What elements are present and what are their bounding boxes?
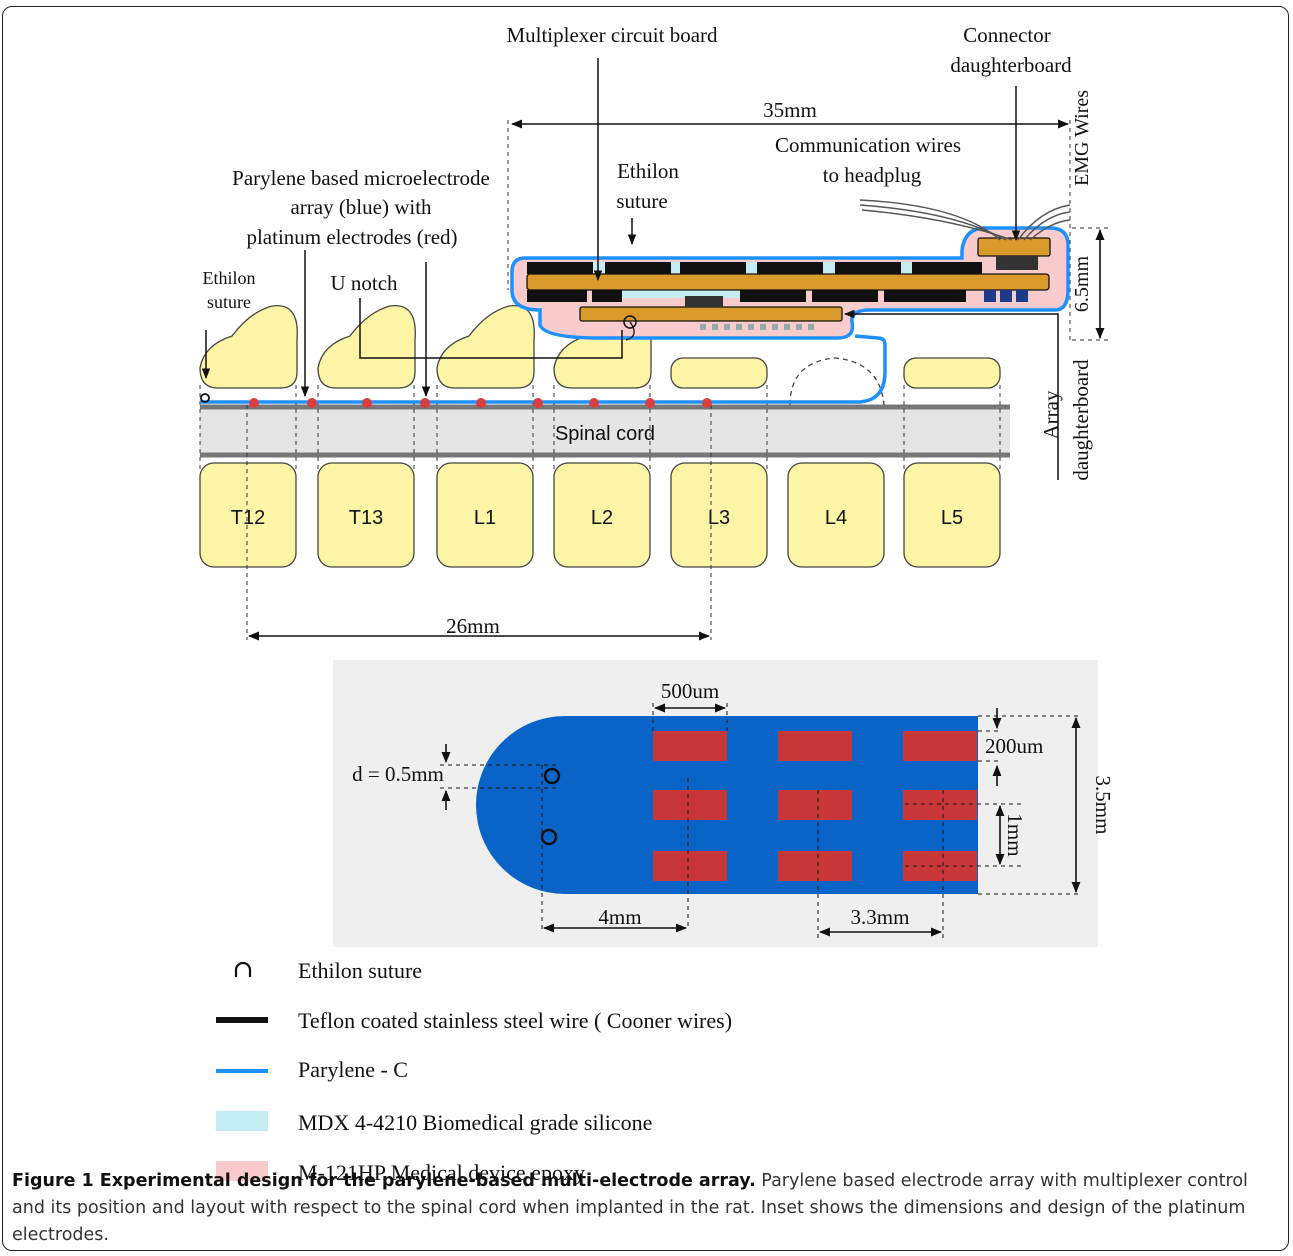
spinal-cord-label: Spinal cord bbox=[555, 423, 655, 445]
vertebra-label-l4: L4 bbox=[825, 507, 847, 529]
vertebra-process-t12 bbox=[199, 305, 298, 389]
label-comm-wires-1: Communication wires bbox=[775, 133, 961, 157]
vertebra-label-t13: T13 bbox=[349, 507, 383, 529]
vertebra-label-l2: L2 bbox=[591, 507, 613, 529]
legend-cyan-swatch bbox=[216, 1111, 268, 1131]
removed-l4-process-outline bbox=[789, 357, 885, 406]
spinal-cord bbox=[200, 404, 1010, 458]
vertebral-bodies bbox=[199, 462, 1001, 568]
label-multiplexer-board: Multiplexer circuit board bbox=[506, 23, 718, 47]
caption-text: Parylene based electrode array with mult… bbox=[12, 1171, 1248, 1245]
label-connector-db-1: Connector bbox=[963, 23, 1050, 47]
communication-wires bbox=[859, 199, 1071, 241]
label-26mm: 26mm bbox=[446, 614, 500, 638]
electronics-package bbox=[510, 226, 1070, 341]
legend: Ethilon suture Teflon coated stainless s… bbox=[216, 958, 732, 1185]
vertebra-l5 bbox=[903, 462, 1001, 568]
pointer-u-notch bbox=[359, 298, 623, 359]
vertebra-label-l5: L5 bbox=[941, 507, 963, 529]
legend-pink-swatch bbox=[216, 1161, 268, 1181]
inset-label-500um: 500um bbox=[661, 679, 719, 703]
label-comm-wires-2: to headplug bbox=[823, 163, 922, 187]
vertebra-label-l1: L1 bbox=[474, 507, 496, 529]
vertebra-t12 bbox=[199, 462, 297, 568]
legend-label: Teflon coated stainless steel wire ( Coo… bbox=[298, 1008, 732, 1033]
vertebra-process-t13 bbox=[317, 305, 416, 389]
inset-suture-hole bbox=[543, 767, 561, 785]
label-ethilon-left-1: Ethilon bbox=[203, 268, 256, 288]
label-parylene-2: array (blue) with bbox=[290, 195, 432, 219]
inset-label-4mm: 4mm bbox=[598, 905, 641, 929]
inset-electrode-pads bbox=[653, 731, 977, 881]
label-u-notch: U notch bbox=[330, 271, 398, 295]
inset-label-d: d = 0.5mm bbox=[352, 762, 444, 786]
label-6-5mm: 6.5mm bbox=[1071, 256, 1093, 313]
vertebra-process-l5 bbox=[903, 357, 1001, 389]
label-ethilon-left-2: suture bbox=[207, 292, 251, 312]
label-ethilon-top-1: Ethilon bbox=[617, 159, 679, 183]
label-emg-wires: EMG Wires bbox=[1071, 90, 1093, 186]
parylene-array-strip bbox=[200, 334, 887, 404]
legend-label: Ethilon suture bbox=[298, 958, 422, 983]
vertebra-l1 bbox=[436, 462, 534, 568]
vertebra-l2 bbox=[553, 462, 651, 568]
electrode-inset: 500um 200um d = 0.5mm 4mm 3.3mm 3.5mm 1m… bbox=[333, 660, 1115, 947]
label-parylene-3: platinum electrodes (red) bbox=[246, 225, 457, 249]
inset-label-3-3mm: 3.3mm bbox=[851, 905, 910, 929]
label-connector-db-2: daughterboard bbox=[950, 53, 1072, 77]
pointer-array-db bbox=[843, 309, 1059, 480]
vertebra-label-l3: L3 bbox=[708, 507, 730, 529]
left-suture-icon bbox=[200, 393, 210, 403]
label-array-db-1: Array bbox=[1039, 390, 1063, 439]
label-35mm: 35mm bbox=[763, 98, 817, 122]
label-parylene-1: Parylene based microelectrode bbox=[232, 166, 490, 190]
legend-label: MDX 4-4210 Biomedical grade silicone bbox=[298, 1110, 652, 1135]
platinum-electrodes bbox=[249, 398, 712, 408]
vertebra-process-l3 bbox=[670, 357, 768, 389]
label-array-db-2: daughterboard bbox=[1069, 359, 1093, 481]
inset-label-3-5mm: 3.5mm bbox=[1091, 776, 1115, 835]
vertebra-l3 bbox=[670, 462, 768, 568]
caption-title: Figure 1 Experimental design for the par… bbox=[12, 1171, 756, 1191]
figure-caption: Figure 1 Experimental design for the par… bbox=[12, 1168, 1280, 1249]
vertebra-label-t12: T12 bbox=[231, 507, 265, 529]
figure-frame bbox=[2, 6, 1289, 1251]
label-ethilon-top-2: suture bbox=[616, 189, 667, 213]
inset-label-1mm: 1mm bbox=[1003, 813, 1027, 856]
vertebra-l4 bbox=[787, 462, 885, 568]
legend-label: M-121HP Medical device epoxy bbox=[298, 1160, 585, 1185]
legend-label: Parylene - C bbox=[298, 1057, 408, 1082]
dashed-guides bbox=[199, 120, 1110, 640]
legend-suture-icon bbox=[234, 961, 252, 977]
vertebra-t13 bbox=[317, 462, 415, 568]
inset-label-200um: 200um bbox=[985, 734, 1043, 758]
vertebra-process-l1 bbox=[436, 305, 535, 389]
